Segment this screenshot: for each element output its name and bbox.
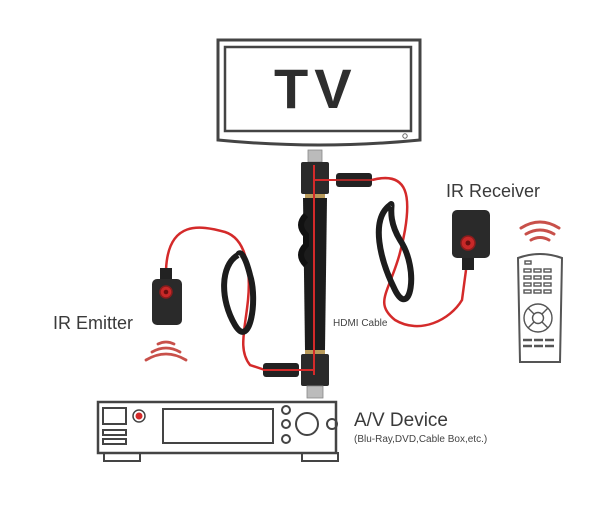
tv-device (216, 38, 422, 147)
hdmi-cable (298, 149, 329, 399)
ir-emitter-label: IR Emitter (53, 313, 134, 333)
tv-label: TV (274, 57, 358, 120)
hdmi-tv-plug (307, 149, 323, 163)
ir-receiver (452, 210, 490, 270)
ir-emitter-cable (164, 226, 314, 377)
ir-receiver-label: IR Receiver (446, 181, 541, 201)
ir-receiver-cable (314, 173, 468, 328)
av-device-label: A/V Device (354, 410, 448, 431)
hdmi-cable-label: HDMI Cable (333, 318, 388, 329)
ir-emitter (152, 268, 182, 325)
av-device (96, 400, 339, 462)
av-ir-sensor (135, 412, 143, 420)
tv-power-led (402, 133, 408, 139)
ir-emitter-signal-icon (144, 340, 188, 362)
hdmi-av-plug (306, 385, 324, 399)
av-device-sublabel: (Blu-Ray,DVD,Cable Box,etc.) (354, 434, 488, 445)
remote-control-icon (516, 253, 564, 363)
ir-signal-icon (519, 220, 561, 242)
